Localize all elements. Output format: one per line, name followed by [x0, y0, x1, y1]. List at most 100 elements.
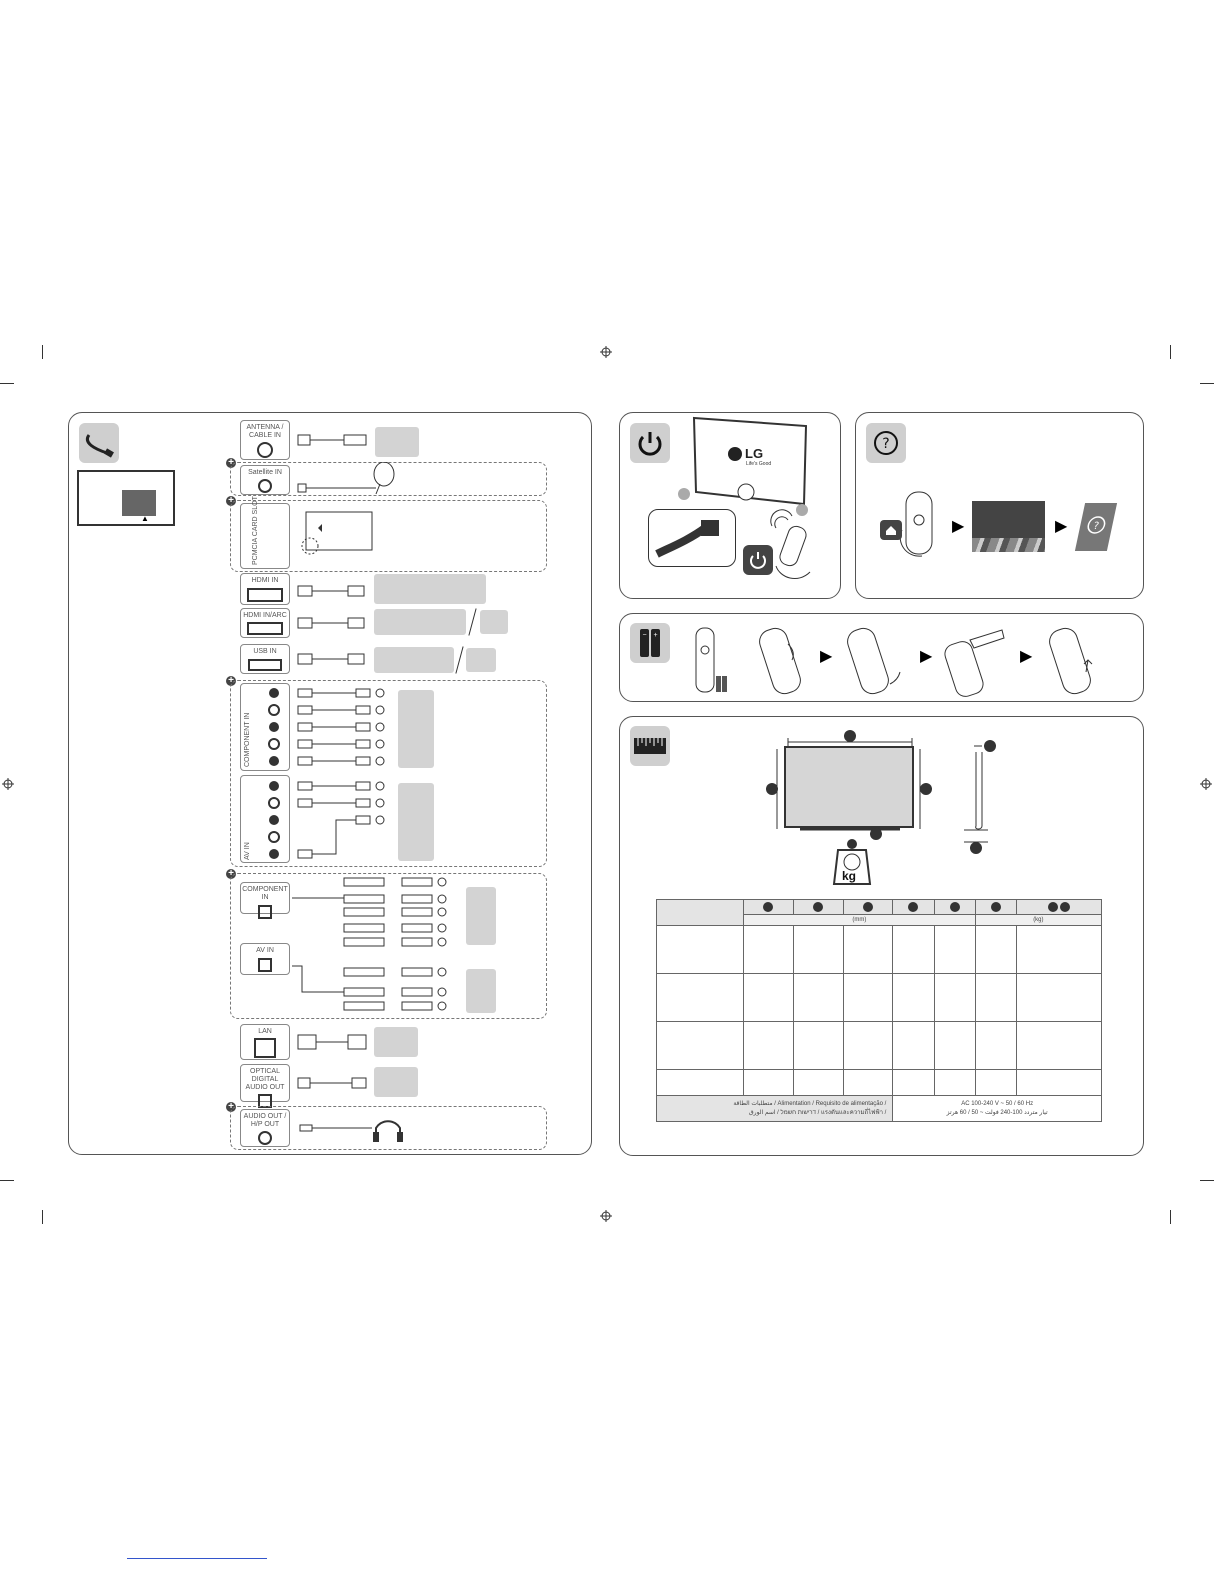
- power-label-line2: דרישות חשמל / اسم الورق / แรงดันและความถ…: [749, 1109, 887, 1116]
- battery-step-3: [944, 629, 1005, 697]
- table-cell: [1015, 1021, 1103, 1070]
- plus-icon: +: [226, 676, 236, 686]
- table-row: [656, 1021, 1103, 1070]
- unit-mm-cell: (mm): [743, 914, 976, 926]
- satellite-label: Satellite IN: [248, 469, 282, 476]
- antenna-label: ANTENNA / CABLE IN: [246, 424, 284, 439]
- crop-mark: [1200, 1180, 1214, 1181]
- gender-cables: [292, 877, 447, 1011]
- av-label: AV IN: [256, 947, 274, 954]
- table-cell: [1015, 973, 1103, 1022]
- lg-tagline: Life's Good: [746, 461, 772, 467]
- arrow-right-icon: ▶: [820, 648, 833, 665]
- ci-module-card: [301, 511, 373, 555]
- table-cell: [974, 973, 1017, 1022]
- table-cell: [656, 925, 744, 974]
- home-button-icon: [880, 520, 902, 540]
- weight-marker-icon: [1059, 902, 1070, 912]
- table-cell: [792, 1021, 844, 1070]
- weight-header-cell: [974, 899, 1017, 915]
- power-row: متطلبات الطاقة / Alimentation / Requisit…: [655, 1095, 1102, 1122]
- hdmi-cable: [297, 585, 365, 597]
- table-cell: [974, 1021, 1017, 1070]
- dimension-header-cell: [792, 899, 844, 915]
- dimension-header-cell: [933, 899, 976, 915]
- svg-text:?: ?: [882, 436, 889, 452]
- hdmi-port: HDMI IN: [240, 573, 290, 605]
- usb-socket-icon: [248, 659, 282, 671]
- launcher-bar: [972, 538, 1045, 552]
- table-cell: [842, 1069, 894, 1096]
- power-value-cell: AC 100-240 V ~ 50 / 60 Hz تيار متردد 100…: [892, 1095, 1102, 1122]
- lan-cable: [297, 1034, 367, 1050]
- optical-cable: [297, 1077, 367, 1089]
- av-socket-icon: [258, 958, 272, 972]
- crop-mark: [42, 345, 43, 359]
- plus-icon: +: [226, 1102, 236, 1112]
- usb-devices: [374, 647, 454, 673]
- lg-logo: LG: [728, 446, 763, 461]
- table-cell: [1015, 1069, 1103, 1096]
- table-cell: [892, 973, 935, 1022]
- crop-mark: [1170, 345, 1171, 359]
- power-label-line1: متطلبات الطاقة / Alimentation / Requisit…: [733, 1100, 887, 1107]
- plus-icon: +: [226, 869, 236, 879]
- sound-system-icon: [374, 1067, 418, 1097]
- plus-icon: +: [226, 458, 236, 468]
- model-header-cell: [656, 899, 744, 926]
- hdmi-devices: [374, 574, 486, 604]
- usb-stick-icon: [466, 648, 496, 672]
- table-cell: [743, 925, 794, 974]
- headphones-icon: [376, 1114, 377, 1115]
- table-cell: [933, 973, 976, 1022]
- tv-dimension-side: [964, 740, 996, 854]
- table-cell: [743, 1021, 794, 1070]
- table-cell: [933, 925, 976, 974]
- table-cell: [792, 973, 844, 1022]
- headphone-cable: [299, 1120, 403, 1142]
- house-antenna-icon: [375, 427, 419, 457]
- registration-mark-icon: [600, 346, 612, 358]
- power-label-cell: متطلبات الطاقة / Alimentation / Requisit…: [655, 1095, 894, 1122]
- svg-text:+: +: [653, 632, 657, 639]
- antenna-port: ANTENNA / CABLE IN: [240, 420, 290, 460]
- remote-with-batteries: [695, 627, 727, 693]
- audio-out-port: AUDIO OUT / H/P OUT: [240, 1109, 290, 1147]
- registration-mark-icon: [1200, 778, 1212, 790]
- tv-home-screen: [972, 501, 1045, 552]
- component-devices: [398, 690, 434, 768]
- component-port-vertical: [240, 683, 290, 771]
- arrow-up-icon: ▲: [141, 514, 149, 523]
- av-jacks: [268, 781, 280, 859]
- table-cell: [933, 1021, 976, 1070]
- help-icon: ?: [866, 423, 906, 463]
- satellite-port: Satellite IN: [240, 465, 290, 495]
- footer-link-underline[interactable]: [127, 1558, 267, 1559]
- table-cell: [743, 973, 794, 1022]
- component-port: COMPONENT IN: [240, 882, 290, 919]
- weight-unit-label: kg: [842, 869, 857, 883]
- table-cell: [933, 1069, 976, 1096]
- table-cell: [892, 1021, 935, 1070]
- table-cell: [974, 1069, 1017, 1096]
- table-cell: [892, 925, 935, 974]
- ruler-icon: [630, 726, 670, 766]
- table-row: [656, 925, 1103, 974]
- tv-dimension-front: [766, 730, 932, 840]
- pcmcia-group: [230, 500, 547, 572]
- dimension-marker-icon: [908, 902, 919, 912]
- headphone-socket-icon: [258, 1131, 272, 1145]
- battery-step-1: [759, 627, 801, 695]
- weight-scale-icon: [832, 839, 872, 885]
- weight-marker-icon: [990, 902, 1001, 912]
- table-cell: [656, 1069, 744, 1096]
- component-socket-icon: [258, 905, 272, 919]
- hdmi-arc-port: HDMI IN/ARC: [240, 608, 290, 638]
- hdmi-socket-icon: [247, 588, 283, 602]
- arrow-right-icon: ▶: [1020, 648, 1033, 665]
- tv-back-diagram: ▲: [77, 470, 175, 526]
- av-vertical-label: AV IN: [244, 842, 251, 860]
- component-av-group: [230, 680, 547, 867]
- hdmi-socket-icon: [247, 622, 283, 635]
- hdmi-arc-devices: [374, 609, 466, 635]
